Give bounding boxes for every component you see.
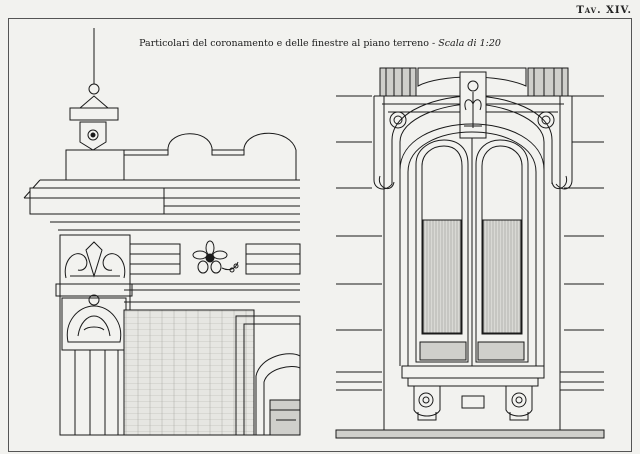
window-detail [335,67,605,439]
plinth-band [335,429,605,439]
caption-main: Particolari del coronamento e delle fine… [139,38,429,49]
frieze-panel-right [245,243,301,275]
finial-rosette [87,129,99,141]
hood-rosette-right [537,111,555,129]
sash-right [475,139,529,363]
glass-left [422,219,462,334]
sash-left [415,139,469,363]
finial-shield [79,121,107,151]
plate-frame [8,18,632,452]
window-arch-outer [399,123,545,366]
sill-bracket-right [505,385,533,417]
frieze-rosette [192,240,239,274]
wall-coursing [336,95,604,391]
plate-caption: Particolari del coronamento e delle fine… [0,38,640,49]
sill-bracket-left [413,385,441,417]
hood-rosette-left [389,111,407,129]
frieze-panel-left [129,243,181,275]
window-sill [401,365,545,379]
cornice-detail [23,28,301,436]
finial-base [69,107,119,121]
pilaster [59,234,131,436]
cartouche [66,305,122,343]
plate-number: Tav. XIV. [576,5,632,16]
caption-separator: - [428,38,439,49]
finial-ball [88,83,100,95]
brick-wall [123,309,255,436]
corner-block [29,187,165,215]
cresting-arches [124,132,297,180]
hood-moulding [373,95,573,190]
caption-scale: Scala di 1:20 [438,38,501,49]
finial-pedestal [65,149,125,181]
capital-ornament [64,241,126,279]
glass-right [482,219,522,334]
finial-cap [78,95,110,109]
